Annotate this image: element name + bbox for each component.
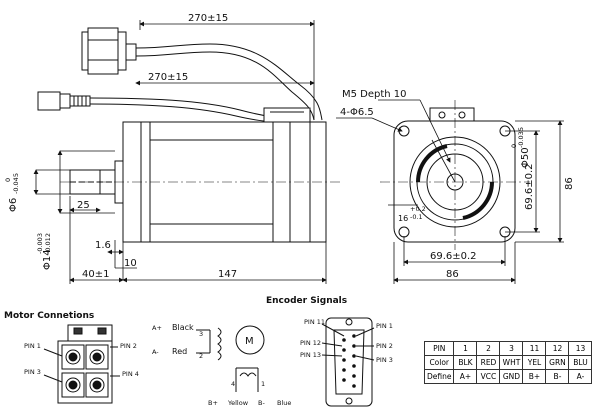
table-cell: BLK — [453, 355, 478, 370]
motor-pin-1: PIN 1 — [24, 342, 41, 350]
enc-pin-11: PIN 11 — [304, 318, 325, 326]
dim-shaft-dia: Φ6 — [8, 198, 19, 212]
front-dimensions — [336, 99, 564, 284]
dim-pcd-tol-bottom: -0.035 — [517, 127, 525, 148]
thread-note: M5 Depth 10 — [342, 89, 407, 100]
table-cell: 3 — [499, 341, 524, 356]
table-cell: B+ — [522, 369, 547, 384]
table-cell: 2 — [476, 341, 501, 356]
motor-pin-3: PIN 3 — [24, 368, 41, 376]
table-row: Define A+ VCC GND B+ B- A- — [423, 369, 593, 384]
table-row: PIN 1 2 3 11 12 13 — [423, 341, 593, 356]
enc-pin-2: PIN 2 — [376, 342, 393, 350]
motor-pin-4: PIN 4 — [122, 370, 139, 378]
label-a-minus: A- — [152, 348, 159, 356]
table-cell: PIN — [423, 341, 455, 356]
label-n1: 1 — [261, 380, 265, 388]
table-cell: 13 — [568, 341, 593, 356]
dim-boss-tol-top: +0.2 — [410, 205, 426, 213]
table-cell: A- — [568, 369, 593, 384]
dim-key-len: 25 — [77, 200, 90, 211]
table-cell: RED — [476, 355, 501, 370]
table-cell: A+ — [453, 369, 478, 384]
enc-pin-12: PIN 12 — [300, 339, 321, 347]
enc-pin-1: PIN 1 — [376, 322, 393, 330]
dim-pilot-tol-bottom: -0.012 — [44, 233, 52, 254]
label-n2: 2 — [199, 352, 203, 360]
pin-table: PIN 1 2 3 11 12 13 Color BLK RED WHT YEL… — [423, 341, 593, 384]
table-cell: 11 — [522, 341, 547, 356]
winding-schematic — [196, 325, 265, 392]
table-cell: GRN — [545, 355, 570, 370]
motor-power-connector — [37, 91, 291, 123]
label-b-minus: B- — [258, 399, 265, 407]
label-n4: 4 — [231, 380, 235, 388]
motor-connections-title: Motor Connetions — [4, 311, 94, 321]
dim-boss-h: 16 — [398, 214, 408, 223]
dim-pilot-len: 10 — [124, 258, 137, 269]
dim-height: 86 — [564, 177, 575, 190]
motor-connector-face — [43, 324, 120, 404]
label-black: Black — [172, 323, 194, 332]
dim-width: 86 — [446, 269, 459, 280]
label-yellow: Yellow — [227, 399, 249, 407]
label-blue: Blue — [277, 399, 291, 407]
label-b-plus: B+ — [208, 399, 218, 407]
dim-pilot-dia: Φ14 — [42, 249, 53, 270]
front-view — [380, 100, 530, 250]
label-motor: M — [245, 336, 254, 347]
dim-boss-tol-bottom: -0.1 — [410, 213, 423, 221]
label-a-plus: A+ — [152, 324, 162, 332]
table-cell: Define — [423, 369, 455, 384]
dim-pcd: Φ50 — [520, 147, 531, 168]
motor-symbol — [235, 325, 265, 355]
encoder-title: Encoder Signals — [266, 296, 347, 306]
table-cell: VCC — [476, 369, 501, 384]
dim-cable-bottom: 270±15 — [148, 72, 188, 83]
dim-cable-top: 270±15 — [188, 13, 228, 24]
table-cell: YEL — [522, 355, 547, 370]
dim-pcd-tol-top: 0 — [510, 144, 518, 148]
dim-body-len: 147 — [218, 269, 237, 280]
dim-shaft-tol-top: 0 — [4, 178, 12, 182]
dim-bolt-w: 69.6±0.2 — [430, 251, 477, 262]
table-cell: Color — [423, 355, 455, 370]
side-dimensions — [33, 20, 327, 284]
enc-pin-3: PIN 3 — [376, 356, 393, 364]
encoder-connector — [81, 27, 323, 121]
table-cell: GND — [499, 369, 524, 384]
table-cell: 1 — [453, 341, 478, 356]
label-n3: 3 — [199, 330, 203, 338]
table-cell: B- — [545, 369, 570, 384]
dim-pilot-tol-top: -0.003 — [36, 233, 44, 254]
table-cell: BLU — [568, 355, 593, 370]
dim-flange-thk: 1.6 — [95, 240, 111, 251]
hole-note: 4-Φ6.5 — [340, 107, 374, 118]
table-cell: 12 — [545, 341, 570, 356]
db15-connector — [321, 317, 375, 407]
enc-pin-13: PIN 13 — [300, 351, 321, 359]
dim-bolt-h: 69.6±0.2 — [524, 163, 535, 210]
motor-pin-2: PIN 2 — [120, 342, 137, 350]
dim-shaft-tol-bottom: -0.045 — [12, 173, 20, 194]
dim-shaft-len: 40±1 — [82, 269, 109, 280]
side-view — [37, 27, 340, 243]
table-cell: WHT — [499, 355, 524, 370]
label-red: Red — [172, 347, 187, 356]
table-row: Color BLK RED WHT YEL GRN BLU — [423, 355, 593, 370]
